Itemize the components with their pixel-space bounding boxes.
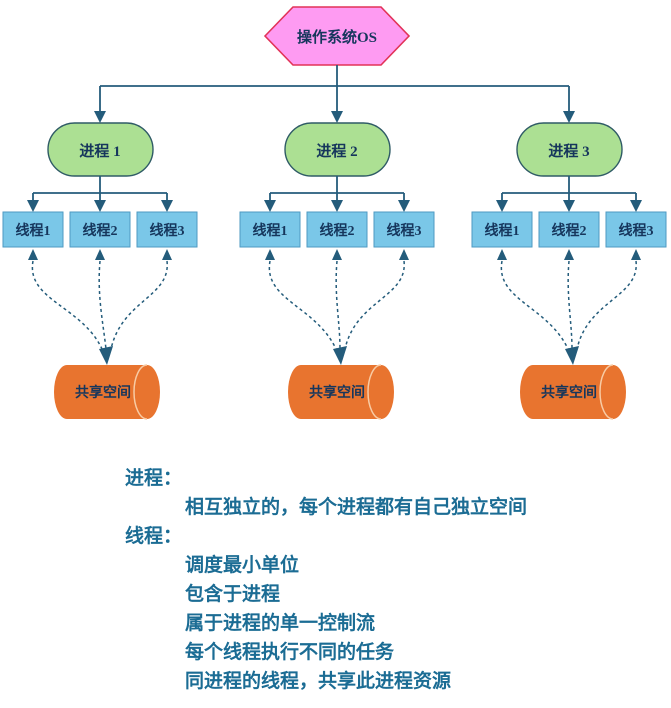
dashed-link (567, 260, 573, 350)
shared-space-1: 共享空间 (54, 364, 160, 420)
arrow-down-icon (331, 111, 343, 123)
process3-threads: 线程1 线程2 线程3 (471, 211, 667, 248)
thread-node-shape (373, 211, 435, 248)
arrow-down-icon (161, 200, 173, 212)
shared-space-3: 共享空间 (520, 364, 626, 420)
arrow-down-icon (565, 346, 579, 365)
process1-threads: 线程1 线程2 线程3 (2, 211, 198, 248)
process1-shared-links (28, 249, 172, 365)
arrow-down-icon (630, 200, 642, 212)
notes-thread-point: 属于进程的单一控制流 (185, 613, 376, 634)
dashed-link (335, 260, 341, 350)
shared-space-cylinder (288, 365, 394, 419)
shared-space-cylinder (520, 365, 626, 419)
arrow-up-icon (95, 249, 105, 260)
arrow-up-icon (265, 249, 275, 260)
dashed-link (344, 260, 405, 350)
arrow-up-icon (28, 249, 38, 260)
process2-shared-links (265, 249, 409, 365)
arrow-up-icon (332, 249, 342, 260)
notes-block: 进程： 相互独立的，每个进程都有自己独立空间 线程： 调度最小单位 包含于进程 … (125, 464, 527, 696)
arrow-up-icon (399, 249, 409, 260)
thread-node-label: 线程2 (83, 222, 118, 239)
cylinder-seam (367, 364, 382, 420)
thread-node-label: 线程1 (485, 222, 520, 239)
process-node-label: 进程 1 (79, 143, 120, 160)
thread-node-label: 线程3 (150, 222, 185, 239)
cylinder-seam (599, 364, 614, 420)
arrow-down-icon (496, 200, 508, 212)
os-node-shape (263, 6, 411, 66)
dashed-link (31, 260, 103, 350)
thread-node-label: 线程3 (619, 222, 654, 239)
thread-node-shape (2, 211, 64, 248)
dashed-link (576, 260, 637, 350)
arrow-down-icon (333, 346, 347, 365)
arrow-down-icon (398, 200, 410, 212)
arrow-down-icon (563, 200, 575, 212)
thread-node-shape (136, 211, 198, 248)
os-node-label: 操作系统OS (297, 28, 377, 46)
process-node-label: 进程 3 (548, 143, 589, 160)
notes-thread-header: 线程： (125, 526, 183, 547)
thread-node-shape (306, 211, 368, 248)
arrow-down-icon (99, 346, 113, 365)
dashed-link (110, 260, 168, 350)
dashed-link (500, 260, 569, 350)
thread-node-label: 线程2 (320, 222, 355, 239)
shared-space-label: 共享空间 (309, 384, 365, 401)
thread-node-label: 线程3 (387, 222, 422, 239)
shared-space-label: 共享空间 (541, 384, 597, 401)
notes-thread-point: 包含于进程 (185, 584, 281, 605)
dashed-link (268, 260, 337, 350)
arrow-down-icon (331, 200, 343, 212)
arrow-down-icon (563, 111, 575, 123)
shared-space-2: 共享空间 (288, 364, 394, 420)
cylinder-seam (133, 364, 148, 420)
notes-process-header: 进程： (125, 468, 183, 489)
arrow-up-icon (631, 249, 641, 260)
process3-thread-links (496, 176, 642, 212)
thread-node-label: 线程1 (253, 222, 288, 239)
process2-thread-links (264, 176, 410, 212)
notes-process-point: 相互独立的，每个进程都有自己独立空间 (185, 497, 528, 518)
arrow-up-icon (564, 249, 574, 260)
process1-thread-links (27, 176, 173, 212)
arrow-down-icon (94, 200, 106, 212)
thread-node-label: 线程1 (16, 222, 51, 239)
shared-space-cylinder (54, 365, 160, 419)
process3-shared-links (497, 249, 641, 365)
notes-thread-point: 同进程的线程，共享此进程资源 (185, 671, 452, 692)
thread-node-shape (239, 211, 301, 248)
thread-node-shape (605, 211, 667, 248)
notes-thread-point: 每个线程执行不同的任务 (185, 642, 395, 663)
thread-node-shape (538, 211, 600, 248)
arrow-down-icon (264, 200, 276, 212)
thread-node-shape (471, 211, 533, 248)
shared-space-label: 共享空间 (75, 384, 131, 401)
arrow-down-icon (27, 200, 39, 212)
arrow-up-icon (497, 249, 507, 260)
notes-thread-point: 调度最小单位 (185, 555, 300, 576)
dashed-link (98, 260, 107, 350)
thread-node-label: 线程2 (552, 222, 587, 239)
thread-node-shape (69, 211, 131, 248)
process-node-label: 进程 2 (316, 143, 357, 160)
process2-threads: 线程1 线程2 线程3 (239, 211, 435, 248)
arrow-up-icon (162, 249, 172, 260)
diagram-canvas: 操作系统OS 进程 1 进程 2 进程 3 (2, 6, 667, 420)
arrow-down-icon (94, 111, 106, 123)
